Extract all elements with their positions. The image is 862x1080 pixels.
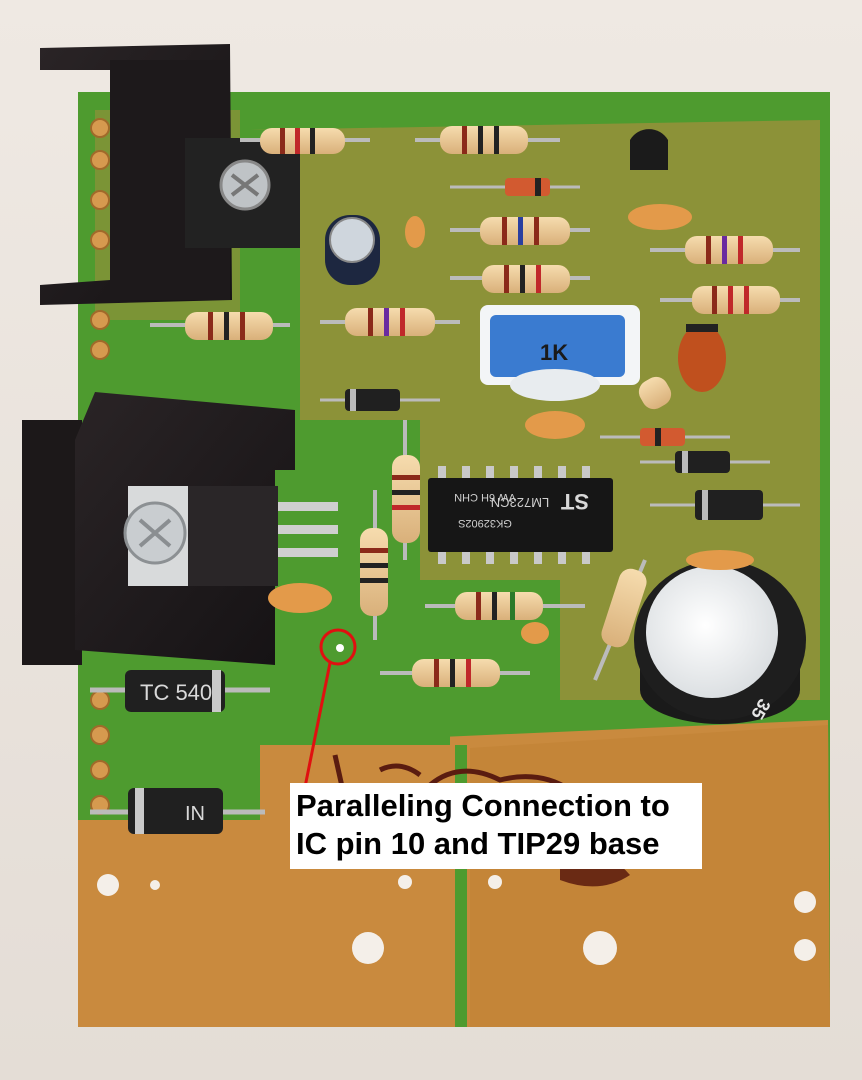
mounting-holes [97,874,816,965]
big-diode-top-marking: TC 540 [140,680,212,705]
electrolytic-large: 35 [634,550,806,724]
pointer-line [303,662,332,788]
big-diode-bottom-marking: IN [185,803,205,825]
small-diodes [320,178,800,520]
ic-marking-3: VW 6H CHN [454,491,516,503]
annotation-line-1: Paralleling Connection to [296,788,670,823]
resistors [150,126,800,687]
ceramic-caps [268,204,692,644]
heatsink-left [22,392,338,665]
copper-trace-region [250,120,820,700]
big-diode-bottom: IN [90,788,265,834]
copper-right-block [470,725,830,1027]
annotation-callout: Paralleling Connection to IC pin 10 and … [290,783,702,869]
pot-label: 1K [540,340,568,365]
st-logo-icon: ST [560,489,589,514]
heatsink-top [40,44,300,305]
electrolytic-tantalum [678,324,726,392]
highlight-circle [319,628,357,666]
ic-marking-2: GK32902S [458,517,512,529]
annotation-line-2: IC pin 10 and TIP29 base [296,826,660,861]
trimmer-pot: 1K [480,305,640,401]
to92-transistor [630,129,668,170]
ic-lm723: LM723CN GK32902S VW 6H CHN ST [428,466,613,564]
electrolytic-small [325,215,380,285]
left-pads [90,118,110,815]
ic-marking-1: LM723CN [491,495,550,510]
big-diode-top: TC 540 [90,670,270,712]
